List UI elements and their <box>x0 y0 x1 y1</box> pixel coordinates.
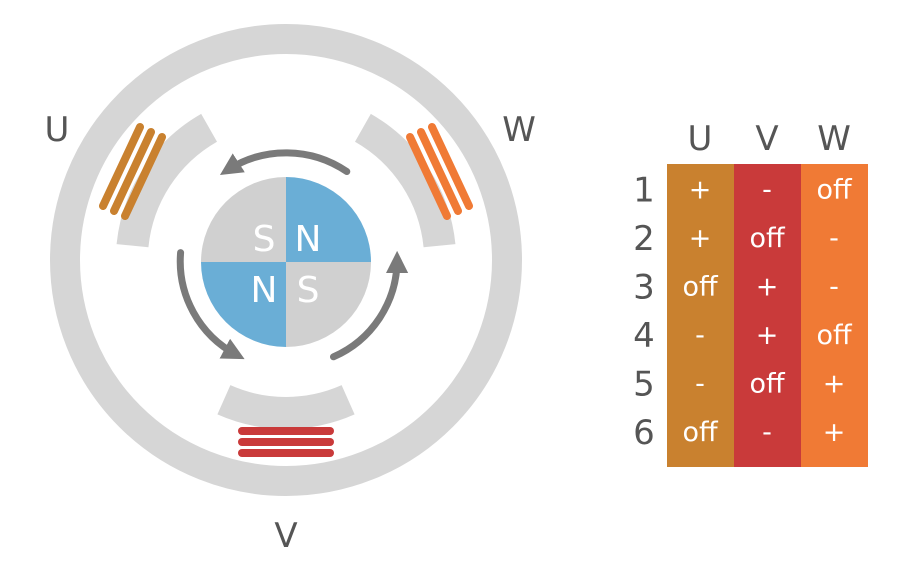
cell-phase-w: - <box>829 223 839 254</box>
rotation-arrow-right <box>330 250 409 361</box>
column-w-fill <box>801 164 868 467</box>
table-row: 5 - off + <box>633 364 845 404</box>
cell-phase-u: - <box>695 320 705 351</box>
cell-phase-u: off <box>682 271 719 302</box>
cell-phase-w: + <box>823 417 846 448</box>
rotor-quadrant-top-right <box>286 177 371 262</box>
cell-phase-v: - <box>762 417 772 448</box>
cell-phase-v: off <box>749 223 786 254</box>
column-header: W <box>817 119 851 159</box>
table-row: 2 + off - <box>633 219 839 259</box>
rotor-quadrant-bottom-left <box>201 262 286 347</box>
cell-phase-v: + <box>756 320 779 351</box>
cell-phase-u: off <box>682 417 719 448</box>
stator-pole-u <box>116 113 218 248</box>
rotor-quadrant-bottom-right <box>286 262 371 347</box>
cell-phase-w: + <box>823 368 846 399</box>
table-rows: 1 + - off 2 + off - 3 off + - 4 - + off 5 - off +6 off - + <box>633 170 853 453</box>
cell-phase-v: - <box>762 174 772 205</box>
cell-phase-u: + <box>689 174 712 205</box>
commutation-table: U V W 1 + - off 2 + off - 3 off + - 4 - + off 5 - off +6 off… <box>633 119 868 467</box>
cell-phase-w: - <box>829 271 839 302</box>
rotation-arrow-top <box>219 149 351 175</box>
table-row: 4 - + off <box>633 316 853 356</box>
cell-phase-u: - <box>695 368 705 399</box>
cell-phase-w: off <box>816 174 853 205</box>
row-step-number: 6 <box>633 413 655 453</box>
row-step-number: 1 <box>633 170 655 210</box>
cell-phase-u: + <box>689 223 712 254</box>
phase-label-v: V <box>274 516 297 556</box>
column-header: U <box>688 119 713 159</box>
column-header: V <box>755 119 778 159</box>
row-step-number: 3 <box>633 267 655 307</box>
column-v-fill <box>734 164 801 467</box>
phase-label-w: W <box>502 110 536 150</box>
rotor-pole-label: N <box>251 270 278 311</box>
rotor: S N N S <box>201 177 371 347</box>
cell-phase-v: off <box>749 368 786 399</box>
table-row: 1 + - off <box>633 170 853 210</box>
rotor-quadrant-top-left <box>201 177 286 262</box>
rotation-arrow-left <box>176 249 245 360</box>
cell-phase-v: + <box>756 271 779 302</box>
phase-label-u: U <box>45 110 70 150</box>
row-step-number: 2 <box>633 219 655 259</box>
row-step-number: 5 <box>633 364 655 404</box>
coil-u <box>99 123 166 220</box>
table-row: 6 off - + <box>633 413 845 453</box>
column-u-fill <box>667 164 734 467</box>
stator-pole-w <box>354 113 456 248</box>
table-row: 3 off + - <box>633 267 839 307</box>
stator-pole-v <box>217 385 355 429</box>
cell-phase-w: off <box>816 320 853 351</box>
coil-w <box>406 123 473 220</box>
rotor-pole-label: S <box>253 219 276 260</box>
coil-v <box>238 427 334 457</box>
stator-ring <box>50 24 522 496</box>
row-step-number: 4 <box>633 316 655 356</box>
rotor-pole-label: S <box>297 270 320 311</box>
rotor-pole-label: N <box>295 219 322 260</box>
